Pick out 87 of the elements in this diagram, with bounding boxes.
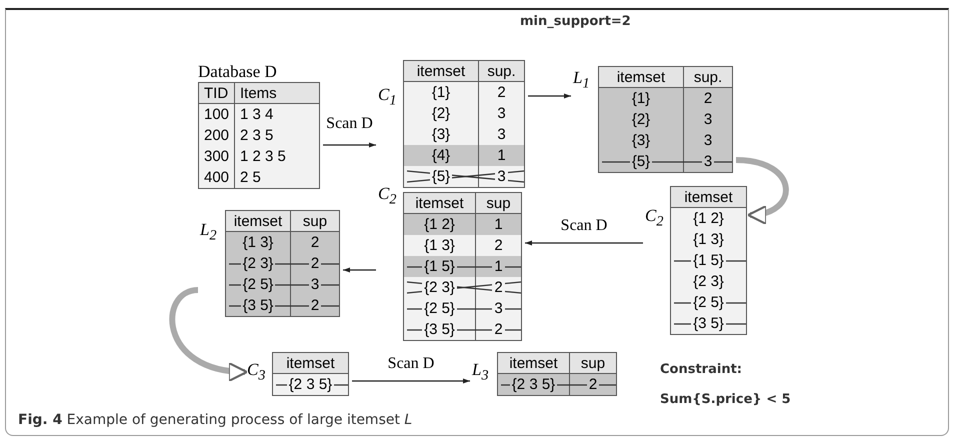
transaction-id: 200 [199, 125, 235, 146]
itemset-value: {5} [599, 151, 684, 172]
support-count: 2 [291, 232, 339, 253]
itemset-value: {1 3} [671, 229, 746, 250]
support-count: 2 [570, 374, 616, 395]
column-header: sup. [479, 61, 524, 82]
itemset-value: {4} [404, 145, 479, 166]
support-count: 3 [684, 151, 732, 172]
column-header: sup. [684, 67, 732, 88]
itemset-value: {1 2} [671, 208, 746, 229]
itemset-value: {1 3} [226, 232, 291, 253]
set-label: L$_{3}$ [472, 360, 489, 386]
itemset-value: {3} [599, 130, 684, 151]
itemset-value: {2 3} [671, 271, 746, 292]
support-count: 2 [476, 235, 521, 256]
transaction-id: 300 [199, 146, 235, 167]
column-header: TID [199, 83, 235, 104]
column-header: itemset [404, 193, 476, 214]
itemset-value: {2} [404, 103, 479, 124]
support-count: 2 [476, 277, 521, 298]
arrow [528, 94, 571, 98]
itemset-value: {2 3} [404, 277, 476, 298]
itemset-value: {1 5} [404, 256, 476, 277]
item-list: 1 2 3 5 [235, 146, 319, 167]
arrow [323, 142, 376, 148]
itemset-value: {2} [599, 109, 684, 130]
arrow [525, 240, 643, 246]
support-count: 1 [479, 145, 524, 166]
itemset-value: {5} [404, 166, 479, 187]
column-header: itemset [273, 353, 348, 374]
itemset-value: {1 3} [404, 235, 476, 256]
itemset-value: {2 3 5} [273, 374, 348, 395]
transaction-id: 400 [199, 167, 235, 188]
column-header: itemset [404, 61, 479, 82]
support-count: 2 [291, 253, 339, 274]
itemset-value: {3 5} [226, 295, 291, 316]
itemset-value: {1} [599, 88, 684, 109]
set-label: C$_{2}$ [645, 206, 664, 232]
support-count: 3 [479, 103, 524, 124]
set-label: C$_{1}$ [378, 85, 396, 110]
support-count: 3 [476, 298, 521, 319]
column-header: Items [235, 83, 319, 104]
itemset-value: {2 3 5} [498, 374, 570, 395]
constraint-note: Constraint: [660, 362, 742, 377]
support-count: 3 [479, 124, 524, 145]
curved-arrow [736, 157, 789, 224]
itemset-value: {2 3} [226, 253, 291, 274]
itemset-value: {3} [404, 124, 479, 145]
column-header: sup [291, 211, 339, 232]
arrow [352, 378, 470, 384]
set-label: C$_{2}$ [378, 184, 396, 210]
support-count: 2 [684, 88, 732, 109]
support-count: 1 [476, 256, 521, 277]
support-count: 2 [479, 82, 524, 103]
support-count: 3 [291, 274, 339, 295]
constraint-note: Sum{S.price} < 5 [660, 392, 791, 407]
arrow [343, 268, 376, 272]
itemset-value: {1 2} [404, 214, 476, 235]
itemset-value: {3 5} [671, 313, 746, 334]
itemset-value: {2 5} [404, 298, 476, 319]
itemset-value: {3 5} [404, 319, 476, 340]
support-count: 3 [479, 166, 524, 187]
itemset-value: {2 5} [671, 292, 746, 313]
set-label: L$_{2}$ [200, 220, 217, 246]
support-count: 2 [476, 319, 521, 340]
transaction-id: 100 [199, 104, 235, 125]
itemset-value: {1 5} [671, 250, 746, 271]
column-header: itemset [226, 211, 291, 232]
support-count: 3 [684, 130, 732, 151]
set-label: C$_{3}$ [247, 360, 266, 386]
item-list: 2 5 [235, 167, 319, 188]
itemset-value: {2 5} [226, 274, 291, 295]
item-list: 2 3 5 [235, 125, 319, 146]
column-header: itemset [498, 353, 570, 374]
threshold-note: min_support=2 [520, 14, 631, 29]
table-title: Database D [198, 62, 277, 82]
column-header: itemset [599, 67, 684, 88]
itemset-value: {1} [404, 82, 479, 103]
support-count: 3 [684, 109, 732, 130]
support-count: 1 [476, 214, 521, 235]
set-label: L$_{1}$ [573, 68, 590, 94]
item-list: 1 3 4 [235, 104, 319, 125]
figure-caption: Fig. 4 Example of generating process of large itemset L [18, 412, 412, 428]
support-count: 2 [291, 295, 339, 316]
column-header: itemset [671, 187, 746, 208]
column-header: sup [570, 353, 616, 374]
column-header: sup [476, 193, 521, 214]
